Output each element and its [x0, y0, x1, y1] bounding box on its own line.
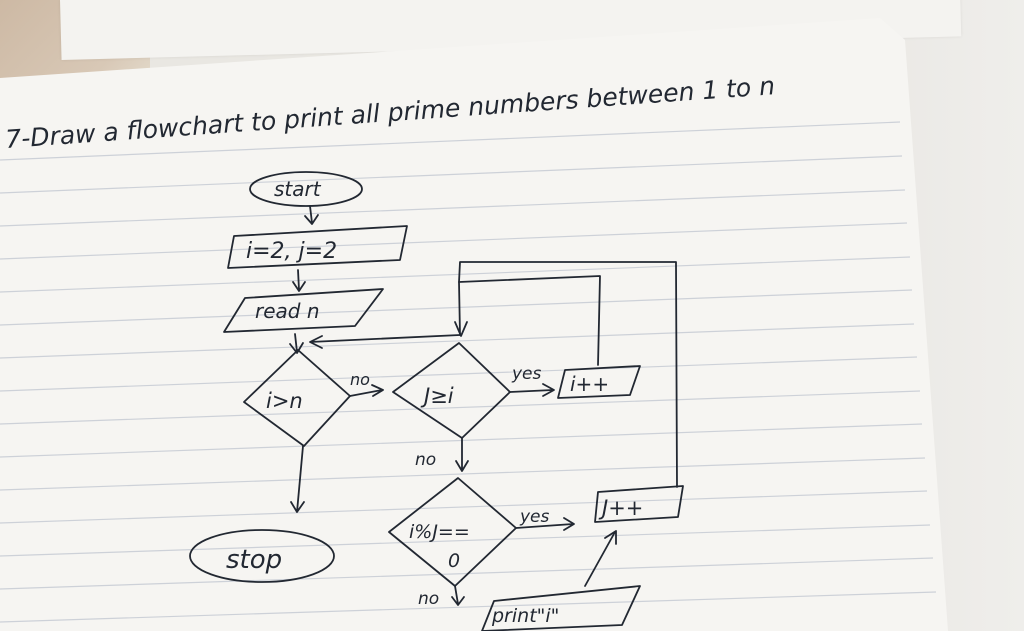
arrow-init-read	[292, 269, 306, 292]
inc-i-label: i++	[570, 372, 609, 396]
loop-from-j-inc	[458, 261, 678, 488]
branch-yes-1: yes	[511, 364, 542, 384]
loop-from-i-inc	[458, 275, 601, 366]
read-label: read n	[255, 299, 320, 323]
branch-no-3: no	[418, 589, 439, 609]
stop-terminal	[189, 529, 335, 583]
arrow-into-j-ge-i	[454, 321, 468, 337]
arrow-print-j-inc	[584, 530, 617, 587]
arrow-no-2	[455, 437, 469, 472]
flowchart	[189, 171, 684, 631]
cond-j-ge-i-label: J≥i	[420, 384, 454, 408]
arrow-yes-2	[515, 517, 575, 531]
cond-mod-label: i%J==	[409, 521, 470, 543]
cond-mod-zero-label: 0	[448, 550, 460, 572]
arrow-yes-stop	[290, 445, 305, 513]
init-label: i=2, j=2	[246, 239, 337, 264]
ruled-lines	[0, 121, 937, 623]
read-box	[223, 288, 384, 333]
print-label: print"i"	[491, 605, 559, 627]
inc-j-label: J++	[598, 496, 643, 520]
paper	[0, 18, 948, 631]
arrow-no-3	[451, 585, 465, 606]
branch-no-1: no	[350, 370, 370, 389]
cond-i-gt-n-label: i>n	[266, 389, 303, 413]
decision-i-gt-n	[243, 349, 351, 447]
print-box	[481, 585, 641, 631]
stop-label: stop	[226, 545, 282, 575]
arrow-read-decision	[289, 333, 304, 354]
init-box	[227, 225, 408, 269]
arrow-loop-merge	[309, 334, 461, 349]
start-terminal	[249, 171, 363, 207]
branch-no-2: no	[415, 450, 436, 470]
inc-j-box	[594, 485, 684, 523]
start-label: start	[274, 177, 322, 201]
arrow-start-init	[304, 205, 319, 225]
arrow-yes-1	[509, 383, 555, 397]
arrow-no-1	[349, 384, 384, 397]
inc-i-box	[557, 365, 641, 399]
branch-yes-2: yes	[519, 507, 550, 527]
